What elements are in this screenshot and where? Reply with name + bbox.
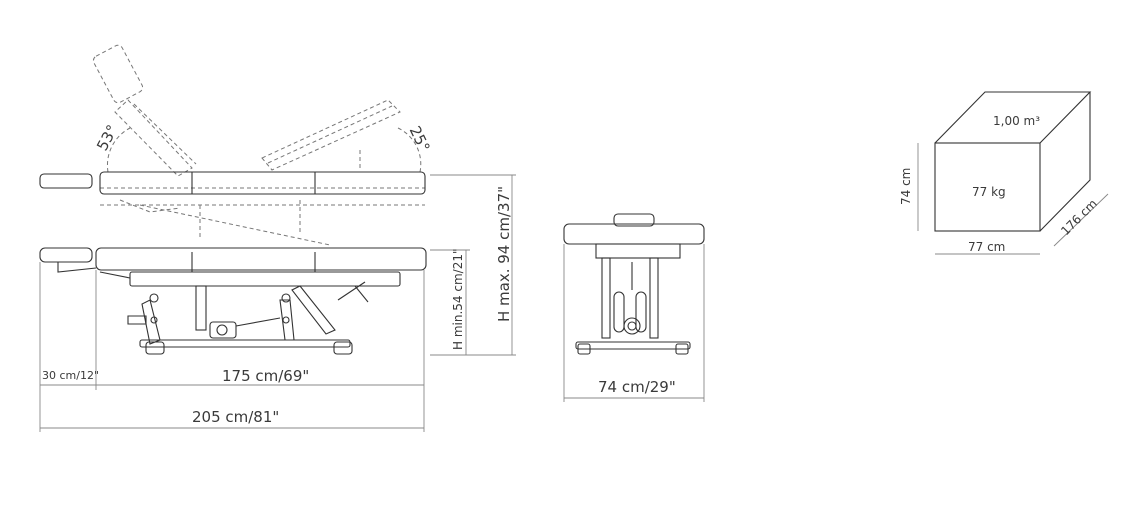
front-tabletop [563,223,705,245]
front-frame [595,243,681,259]
box-front [934,142,1041,232]
height-min-label: H min.54 cm/21" [451,249,465,350]
height-max-label: H max. 94 cm/37" [495,186,513,322]
front-view-table [563,213,705,402]
foot-pedal [127,315,147,325]
headrest [39,247,93,263]
body-length-label: 175 cm/69" [222,367,309,385]
package-depth-label: 176 cm [1058,196,1100,238]
foot-right [333,341,353,355]
package-volume-label: 1,00 m³ [993,114,1040,128]
package-box [917,91,1109,255]
total-length-label: 205 cm/81" [192,408,279,426]
tabletop [95,247,427,271]
headrest-raised [39,173,93,189]
front-column-right [649,257,659,339]
width-label: 74 cm/29" [598,378,676,396]
tabletop-raised [99,171,426,195]
box-top [934,91,1092,144]
angle-backrest-label: 53° [93,122,121,154]
side-view-table [39,247,427,355]
package-height-label: 74 cm [899,168,913,205]
scissor-arm [291,285,336,335]
front-motor [623,317,641,335]
side-view-dimensions [39,174,516,432]
headrest-length-label: 30 cm/12" [42,369,99,382]
angle-legrest-label: 25° [406,123,434,155]
package-width-label: 77 cm [968,240,1005,254]
column-left [195,285,207,331]
labels: 53° 25° H max. 94 cm/37" H min.54 cm/21"… [42,114,1100,426]
package-weight-label: 77 kg [972,185,1006,199]
front-column-left [601,257,611,339]
frame-rail [129,271,401,287]
front-headrest [613,213,655,227]
base [139,339,351,348]
side-view-top-raised [39,171,426,195]
side-view-ghost [92,44,425,246]
motor [209,321,237,339]
box-side [1039,92,1091,232]
front-base [575,341,691,350]
foot-left [145,341,165,355]
